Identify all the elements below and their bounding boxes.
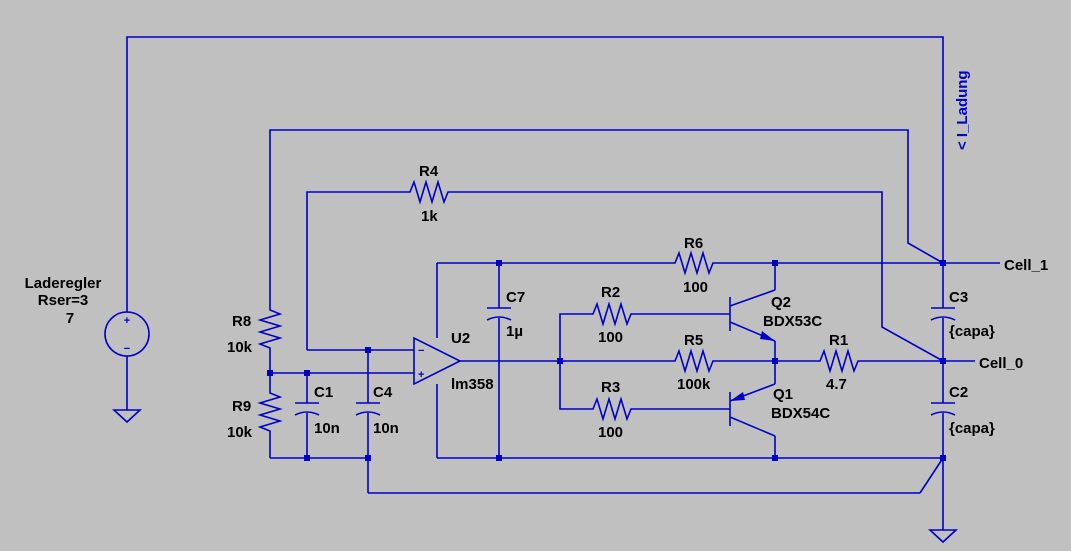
c3-value: {capa} xyxy=(949,323,995,340)
resistor-r6[interactable] xyxy=(670,250,722,276)
minus-sign: − xyxy=(124,343,130,355)
c7-value: 1µ xyxy=(506,323,523,340)
r2-ref: R2 xyxy=(601,284,620,301)
source-name: Laderegler xyxy=(25,275,102,292)
r6-value: 100 xyxy=(683,279,708,296)
r3-ref: R3 xyxy=(601,379,620,396)
resistor-r4[interactable] xyxy=(405,179,457,205)
c4-value: 10n xyxy=(373,420,399,437)
u2-ref: U2 xyxy=(451,330,470,347)
r2-value: 100 xyxy=(598,329,623,346)
net-cell0: Cell_0 xyxy=(979,355,1023,372)
opamp-u2[interactable]: − + xyxy=(413,336,462,386)
r4-value: 1k xyxy=(421,208,438,225)
q2-ref: Q2 xyxy=(771,294,791,311)
r3-value: 100 xyxy=(598,424,623,441)
r8-ref: R8 xyxy=(232,313,251,330)
probe-label: < I_Ladung xyxy=(954,70,971,150)
voltage-source-laderegler[interactable]: + − xyxy=(104,311,150,357)
r1-value: 4.7 xyxy=(826,376,847,393)
resistor-r3[interactable] xyxy=(588,396,638,422)
c2-value: {capa} xyxy=(949,420,995,437)
resistor-r8[interactable] xyxy=(257,305,283,353)
capacitor-c7[interactable] xyxy=(486,307,512,321)
source-value: 7 xyxy=(66,310,74,327)
q1-ref: Q1 xyxy=(773,386,793,403)
net-cell1: Cell_1 xyxy=(1004,257,1048,274)
resistor-r1[interactable] xyxy=(815,348,867,374)
ground-icon xyxy=(111,409,143,424)
capacitor-c3[interactable] xyxy=(930,307,956,321)
transistor-q2[interactable] xyxy=(729,289,776,342)
r1-ref: R1 xyxy=(829,332,848,349)
opamp-plus-sign: + xyxy=(418,369,424,381)
c3-ref: C3 xyxy=(949,289,968,306)
r4-ref: R4 xyxy=(419,163,439,180)
r5-value: 100k xyxy=(677,376,711,393)
plus-sign: + xyxy=(124,315,130,327)
capacitor-c4[interactable] xyxy=(355,402,381,416)
r8-value: 10k xyxy=(227,339,253,356)
q1-value: BDX54C xyxy=(771,405,830,422)
resistor-r2[interactable] xyxy=(588,301,638,327)
opamp-minus-sign: − xyxy=(418,345,424,357)
junctions xyxy=(267,260,946,461)
r5-ref: R5 xyxy=(684,332,703,349)
c4-ref: C4 xyxy=(373,384,393,401)
resistor-r9[interactable] xyxy=(257,388,283,440)
c2-ref: C2 xyxy=(949,384,968,401)
q2-value: BDX53C xyxy=(763,313,822,330)
source-param: Rser=3 xyxy=(38,292,88,309)
r9-ref: R9 xyxy=(232,398,251,415)
resistor-r5[interactable] xyxy=(670,348,722,374)
ground-icon xyxy=(927,529,959,544)
c1-value: 10n xyxy=(314,420,340,437)
r9-value: 10k xyxy=(227,424,253,441)
u2-value: lm358 xyxy=(451,376,494,393)
c1-ref: C1 xyxy=(314,384,333,401)
capacitor-c2[interactable] xyxy=(930,402,956,416)
transistor-q1[interactable] xyxy=(729,383,776,437)
capacitor-c1[interactable] xyxy=(294,402,320,416)
r6-ref: R6 xyxy=(684,235,703,252)
wires xyxy=(126,36,1000,530)
c7-ref: C7 xyxy=(506,289,525,306)
